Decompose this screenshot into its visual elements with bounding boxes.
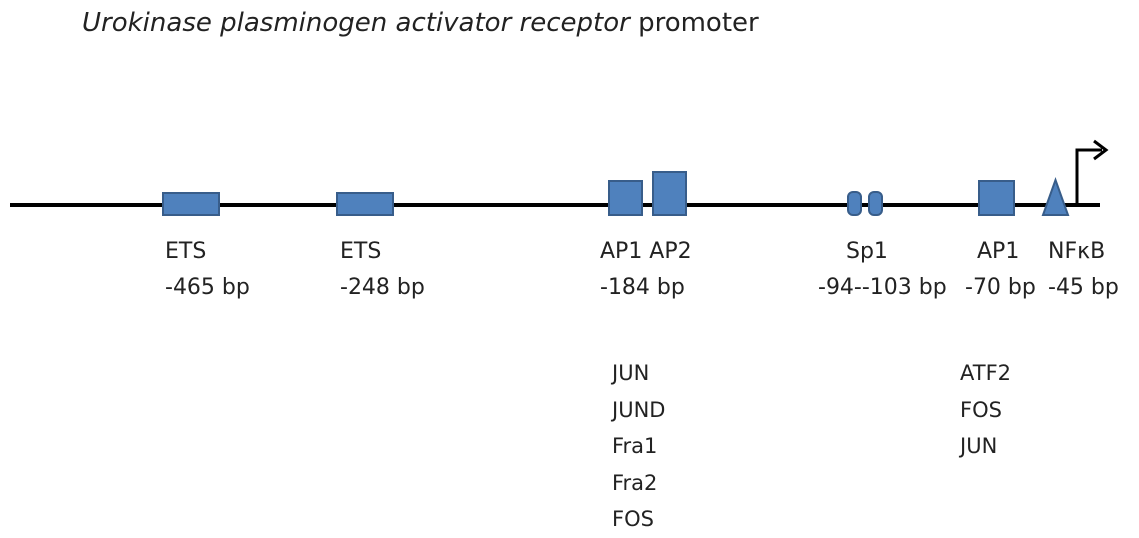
element-label-sp1: Sp1 -94--103 bp [818, 234, 947, 306]
ap1-box-184 [608, 180, 643, 216]
ap1-ap2-factor-list: JUN JUND Fra1 Fra2 FOS [612, 355, 665, 538]
factor-item: ATF2 [960, 361, 1012, 385]
element-name: Sp1 [846, 239, 888, 264]
transcription-start-arrow [1075, 148, 1102, 205]
element-position: -465 bp [165, 275, 250, 300]
element-position: -248 bp [340, 275, 425, 300]
factor-item: FOS [612, 507, 654, 531]
ets-box-465 [162, 192, 220, 216]
title-suffix: promoter [629, 8, 759, 38]
factor-item: JUN [612, 361, 650, 385]
title-gene-name: Urokinase plasminogen activator receptor [82, 8, 630, 38]
ap1-box-70 [978, 180, 1015, 216]
sp1-box-2 [868, 191, 883, 216]
element-position: -94--103 bp [818, 275, 947, 300]
element-name: ETS [340, 239, 382, 264]
element-name: NFκB [1048, 239, 1106, 264]
element-label-ets-248: ETS -248 bp [340, 234, 425, 306]
factor-item: Fra2 [612, 470, 658, 495]
element-label-ap1-70: AP1 -70 bp [965, 234, 1036, 306]
factor-item: JUN [960, 434, 998, 458]
transcription-start-arrowhead [1093, 139, 1109, 161]
nfkb-triangle [1041, 177, 1070, 216]
factor-item: Fra1 [612, 434, 658, 458]
element-name: ETS [165, 239, 207, 264]
ap2-box-184 [652, 171, 687, 216]
ap1-factor-list: ATF2 FOS JUN [960, 355, 1011, 465]
element-position: -45 bp [1048, 275, 1119, 300]
element-name: AP1 AP2 [600, 239, 692, 264]
ets-box-248 [336, 192, 394, 216]
diagram-title: Urokinase plasminogen activator receptor… [82, 8, 759, 38]
element-position: -184 bp [600, 275, 685, 300]
element-name: AP1 [977, 239, 1020, 264]
element-label-nfkb: NFκB -45 bp [1048, 234, 1119, 306]
factor-item: JUND [612, 397, 666, 422]
sp1-box-1 [847, 191, 862, 216]
factor-item: FOS [960, 397, 1002, 422]
element-label-ets-465: ETS -465 bp [165, 234, 250, 306]
element-label-ap1-ap2: AP1 AP2 -184 bp [600, 234, 692, 306]
element-position: -70 bp [965, 275, 1036, 300]
